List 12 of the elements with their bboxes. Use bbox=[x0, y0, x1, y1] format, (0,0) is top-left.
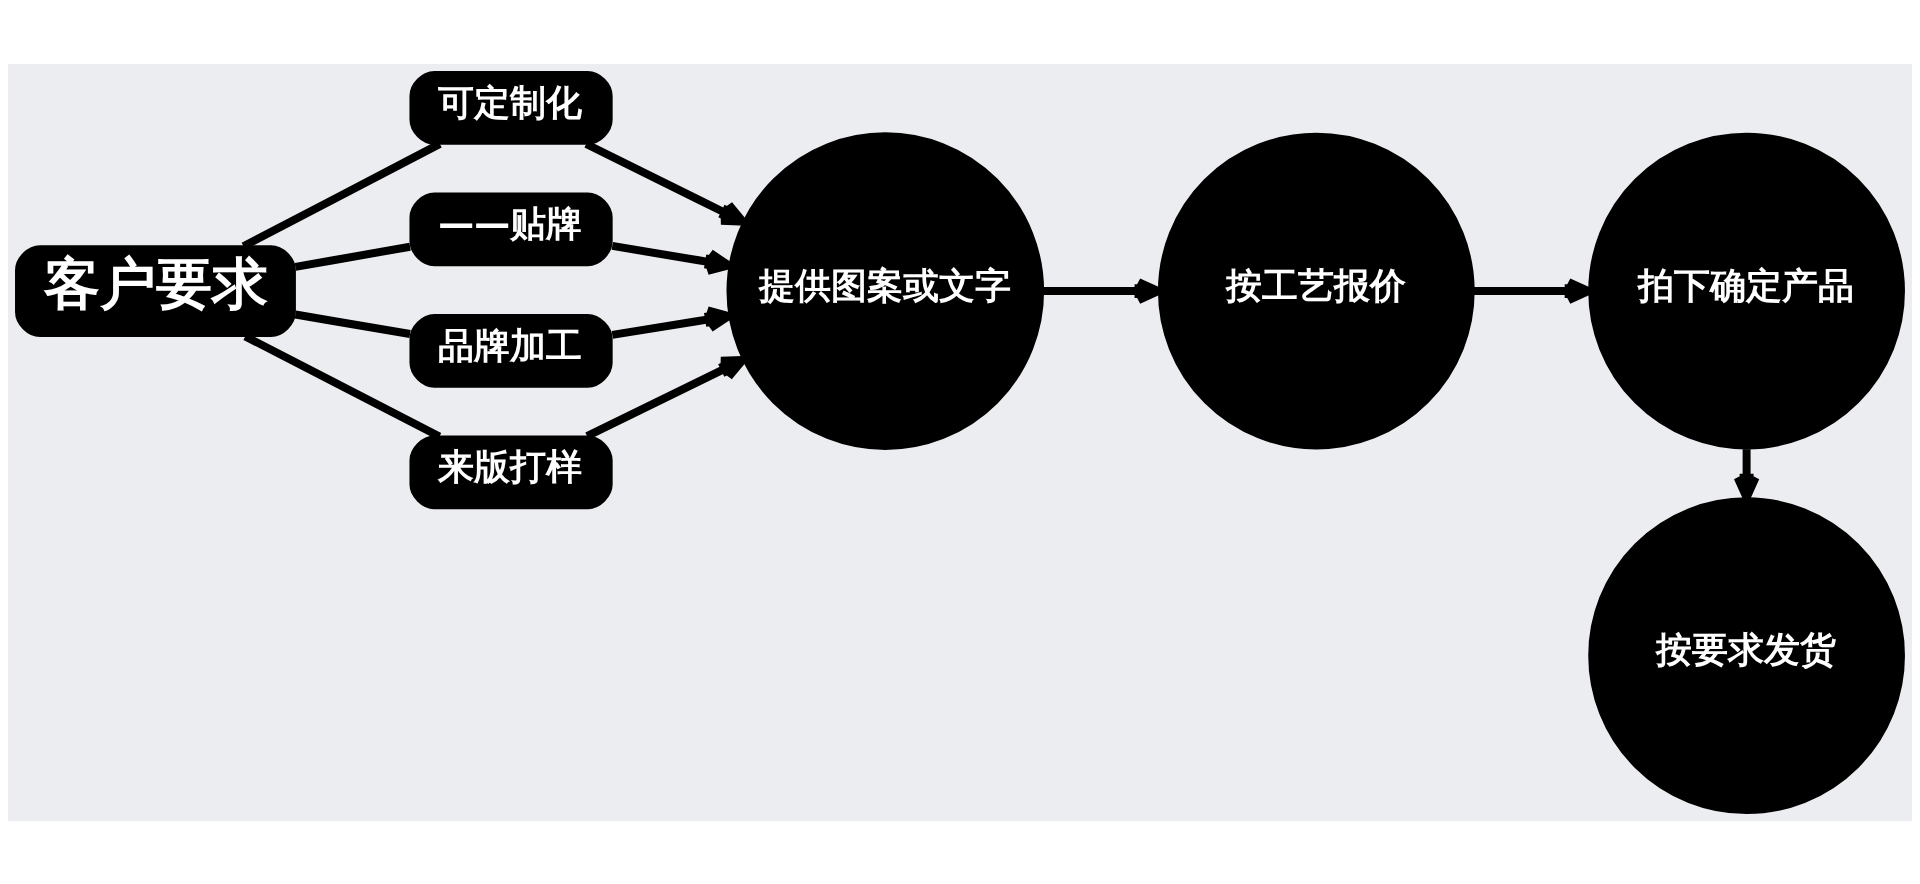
node-box: 可定制化 bbox=[409, 70, 613, 145]
arrow bbox=[585, 355, 748, 440]
connector bbox=[294, 242, 411, 271]
node-circle: 按工艺报价 bbox=[1157, 132, 1475, 449]
node-box: 客户要求 bbox=[15, 244, 296, 337]
node-circle: 拍下确定产品 bbox=[1588, 132, 1905, 449]
node-box: 来版打样 bbox=[409, 435, 613, 509]
connector bbox=[294, 310, 411, 338]
node-box: 品牌加工 bbox=[409, 313, 613, 388]
node-circle: 按要求发货 bbox=[1588, 496, 1905, 814]
node-circle: 提供图案或文字 bbox=[726, 131, 1045, 450]
node-box: ——贴牌 bbox=[409, 192, 613, 266]
